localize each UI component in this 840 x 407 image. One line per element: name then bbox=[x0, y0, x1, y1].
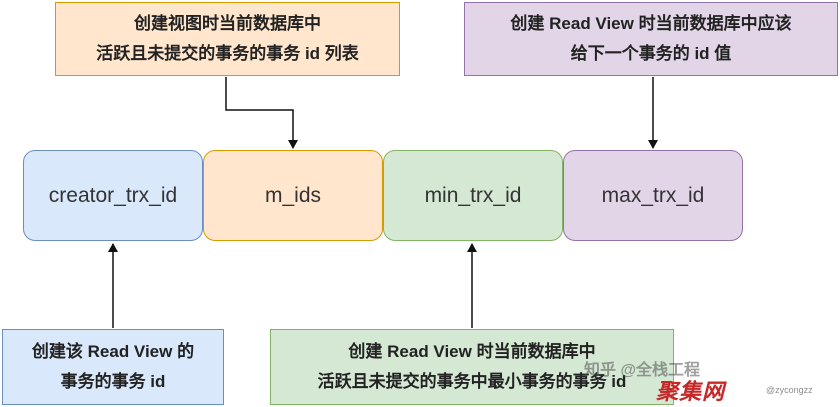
field-label: max_trx_id bbox=[601, 183, 705, 207]
note-line: 活跃且未提交的事务中最小事务的事务 id bbox=[317, 372, 627, 391]
field-label: min_trx_id bbox=[424, 183, 522, 207]
note-line: 创建 Read View 时当前数据库中 bbox=[348, 342, 596, 361]
field-m-ids: m_ids bbox=[203, 150, 383, 241]
arrow-note-to-m-ids bbox=[225, 77, 298, 149]
note-line: 创建视图时当前数据库中 bbox=[134, 14, 321, 33]
brand-watermark-logo: 聚集网 bbox=[656, 379, 726, 404]
field-label: creator_trx_id bbox=[48, 183, 178, 207]
min-trx-id-description-note: 创建 Read View 时当前数据库中 活跃且未提交的事务中最小事务的事务 i… bbox=[270, 329, 674, 405]
field-max-trx-id: max_trx_id bbox=[563, 150, 743, 241]
watermark: 知乎 @全栈工程 聚集网 @zycongzz bbox=[580, 352, 840, 407]
field-min-trx-id: min_trx_id bbox=[383, 150, 563, 241]
max-trx-id-description-note: 创建 Read View 时当前数据库中应该 给下一个事务的 id 值 bbox=[464, 2, 838, 76]
m-ids-description-note: 创建视图时当前数据库中 活跃且未提交的事务的事务 id 列表 bbox=[55, 2, 400, 76]
watermark-handle: @zycongzz bbox=[766, 385, 813, 395]
note-line: 创建 Read View 时当前数据库中应该 bbox=[510, 14, 792, 33]
note-line: 创建该 Read View 的 bbox=[31, 342, 195, 361]
creator-trx-id-description-note: 创建该 Read View 的 事务的事务 id bbox=[2, 329, 224, 405]
zhihu-watermark: 知乎 @全栈工程 bbox=[584, 362, 701, 379]
note-line: 事务的事务 id bbox=[60, 372, 166, 391]
field-label: m_ids bbox=[264, 183, 322, 207]
note-line: 给下一个事务的 id 值 bbox=[570, 44, 732, 63]
field-creator-trx-id: creator_trx_id bbox=[23, 150, 203, 241]
note-line: 活跃且未提交的事务的事务 id 列表 bbox=[96, 44, 359, 63]
